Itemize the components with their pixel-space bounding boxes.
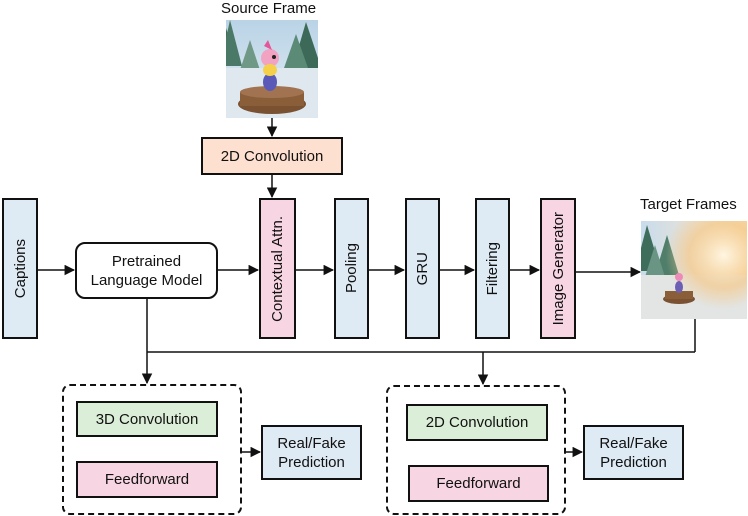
image-generator-box: Image Generator xyxy=(540,198,576,339)
plm-label-line1: Pretrained xyxy=(111,252,182,270)
video-disc-feedforward-box: Feedforward xyxy=(76,461,218,498)
captions-label: Captions xyxy=(11,238,29,299)
pooling-label: Pooling xyxy=(343,243,360,294)
video-disc-conv3d-box: 3D Convolution xyxy=(76,401,218,437)
frame-disc-feedforward-label: Feedforward xyxy=(436,475,521,492)
gru-box: GRU xyxy=(405,198,440,339)
video-disc-prediction-line2: Prediction xyxy=(278,453,345,471)
filtering-label: Filtering xyxy=(484,241,501,296)
plm-label-line2: Language Model xyxy=(90,271,203,289)
video-disc-prediction-line1: Real/Fake xyxy=(277,434,346,452)
pooling-box: Pooling xyxy=(334,198,369,339)
frame-disc-prediction-line1: Real/Fake xyxy=(599,434,668,452)
image-generator-label: Image Generator xyxy=(549,211,567,326)
gru-label: GRU xyxy=(414,251,431,286)
source-frame-image xyxy=(226,20,318,118)
frame-disc-conv2d-box: 2D Convolution xyxy=(406,404,548,441)
pretrained-language-model-box: Pretrained Language Model xyxy=(75,242,218,299)
filtering-box: Filtering xyxy=(475,198,510,339)
video-disc-feedforward-label: Feedforward xyxy=(104,471,190,488)
source-frame-label: Source Frame xyxy=(221,0,317,17)
conv2d-top-label: 2D Convolution xyxy=(220,147,324,165)
captions-box: Captions xyxy=(2,198,38,339)
video-discriminator-group xyxy=(62,384,242,515)
contextual-attn-box: Contextual Attn. xyxy=(259,198,296,339)
frame-disc-prediction-box: Real/Fake Prediction xyxy=(583,425,684,480)
target-frames-label: Target Frames xyxy=(640,196,737,213)
frame-disc-conv2d-label: 2D Convolution xyxy=(425,414,529,431)
video-disc-conv3d-label: 3D Convolution xyxy=(95,410,199,428)
frame-disc-feedforward-box: Feedforward xyxy=(408,465,549,502)
frame-disc-prediction-line2: Prediction xyxy=(600,453,667,471)
conv2d-top-box: 2D Convolution xyxy=(201,137,343,175)
contextual-attn-label: Contextual Attn. xyxy=(269,215,286,322)
video-disc-prediction-box: Real/Fake Prediction xyxy=(261,425,362,480)
frame-discriminator-group xyxy=(386,385,566,515)
target-frames-image xyxy=(641,221,747,319)
